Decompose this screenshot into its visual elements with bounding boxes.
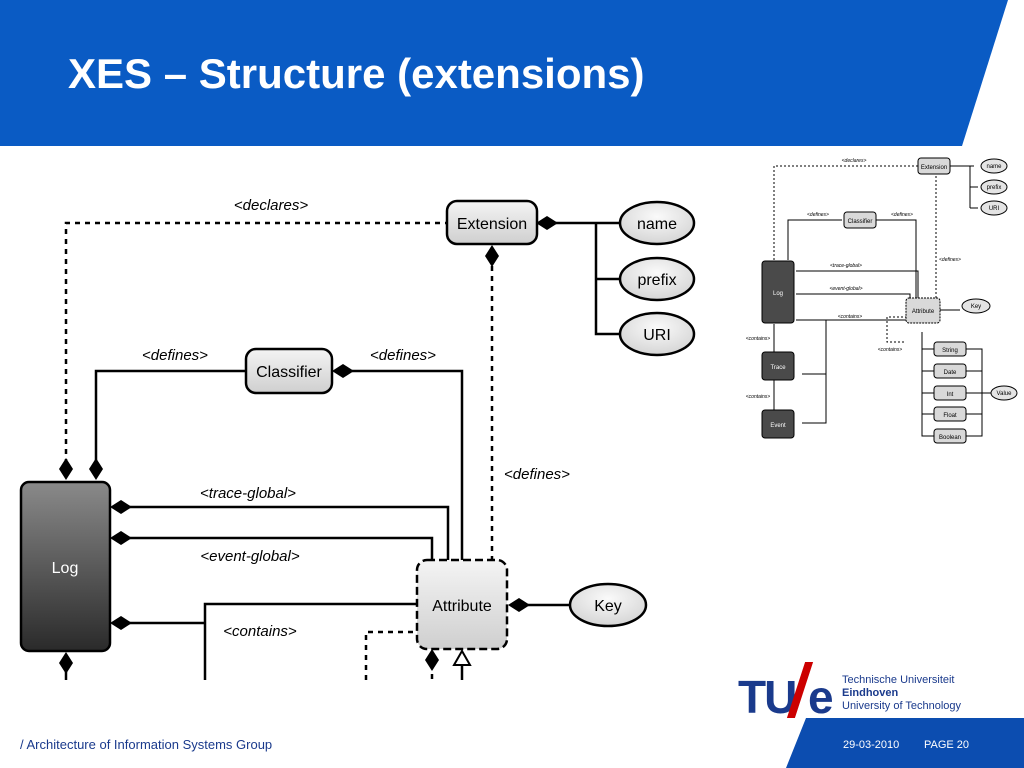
mini-name-label: name [986, 164, 1002, 170]
mini-uri-label: URI [989, 206, 1000, 212]
mini-contains-1: <contains> [838, 314, 863, 320]
extension-bottom-diamond [485, 245, 499, 267]
footer-band [786, 718, 1024, 768]
log-event-global-diamond [110, 531, 132, 545]
mini-defines-right: <defines> [891, 212, 913, 218]
attribute-node [415, 558, 509, 651]
slide-title: XES – Structure (extensions) [68, 50, 645, 97]
mini-key-label: Key [971, 304, 981, 310]
declares-edge [64, 221, 447, 464]
mini-defines-attr: <defines> [939, 257, 961, 263]
log-top-diamond-2 [89, 458, 103, 480]
footer-group-name: / Architecture of Information Systems Gr… [20, 737, 273, 752]
log-trace-global-diamond [110, 500, 132, 514]
name-label: name [637, 216, 677, 233]
logo-mark-right: e [808, 671, 834, 723]
defines-label-right: <defines> [370, 347, 436, 364]
mini-log-label: Log [773, 291, 783, 297]
xes-structure-thumbnail: Extension name prefix URI Classifier Log… [746, 157, 1018, 444]
mini-classifier-label: Classifier [848, 219, 873, 225]
declares-label: <declares> [234, 197, 308, 214]
mini-event-global: <event-global> [829, 286, 862, 292]
defines-label-left: <defines> [142, 347, 208, 364]
mini-extension-label: Extension [921, 165, 947, 171]
mini-value-label: Value [997, 391, 1013, 397]
log-node [19, 480, 112, 653]
footer-page-number: PAGE 20 [924, 739, 970, 751]
mini-trace-global: <trace-global> [830, 263, 862, 269]
event-global-edge [130, 536, 434, 560]
prefix-label: prefix [637, 272, 676, 289]
extension-label: Extension [457, 216, 527, 233]
extension-diamond [536, 216, 558, 230]
log-bottom-diamond [59, 652, 73, 674]
classifier-node [244, 347, 334, 395]
trace-global-label: <trace-global> [200, 485, 296, 502]
event-global-label: <event-global> [200, 548, 299, 565]
tue-logo: TU e Technische Universiteit Eindhoven U… [738, 662, 1008, 723]
mini-trace-label: Trace [770, 365, 786, 371]
mini-prefix-label: prefix [987, 185, 1002, 191]
log-label: Log [52, 560, 79, 577]
mini-date-label: Date [944, 370, 957, 376]
key-label: Key [594, 598, 622, 615]
mini-defines-left: <defines> [807, 212, 829, 218]
mini-string-label: String [942, 348, 958, 354]
inheritance-triangle [452, 648, 472, 666]
attribute-contains-edge [364, 630, 416, 680]
mini-boolean-label: Boolean [939, 435, 961, 441]
classifier-defines-log-edge [94, 369, 246, 464]
logo-line-2: Eindhoven [842, 687, 899, 699]
log-top-diamond-1 [59, 458, 73, 480]
name-node [618, 200, 696, 246]
attribute-key-diamond [508, 598, 530, 612]
mini-event-label: Event [770, 423, 786, 429]
classifier-label: Classifier [256, 364, 322, 381]
logo-line-3: University of Technology [842, 700, 962, 712]
trace-global-edge [130, 505, 450, 560]
mini-contains-4: <contains> [746, 394, 771, 400]
extension-node [445, 199, 539, 246]
mini-float-label: Float [943, 413, 957, 419]
log-contains-diamond [110, 616, 132, 630]
contains-edge [203, 602, 416, 680]
attribute-label: Attribute [432, 598, 492, 615]
prefix-node [618, 256, 696, 302]
logo-line-1: Technische Universiteit [842, 674, 955, 686]
extension-attributes-edge [548, 221, 620, 336]
uri-node [618, 311, 696, 357]
attribute-bottom-diamond [425, 649, 439, 671]
header-background [0, 0, 1008, 146]
mini-attribute-label: Attribute [912, 309, 935, 315]
mini-int-label: Int [947, 392, 954, 398]
key-node [568, 582, 648, 628]
mini-declares-label: <declares> [842, 158, 867, 164]
defines-label-attribute: <defines> [504, 466, 570, 483]
classifier-defines-attribute-edge [352, 369, 464, 560]
header-band [0, 0, 1024, 146]
contains-label: <contains> [223, 623, 297, 640]
uri-label: URI [643, 327, 671, 344]
footer-date: 29-03-2010 [843, 739, 900, 751]
mini-contains-2: <contains> [878, 347, 903, 353]
mini-contains-3: <contains> [746, 336, 771, 342]
classifier-diamond [332, 364, 354, 378]
xes-structure-diagram: Extension name prefix URI Classifier Log… [19, 197, 696, 680]
